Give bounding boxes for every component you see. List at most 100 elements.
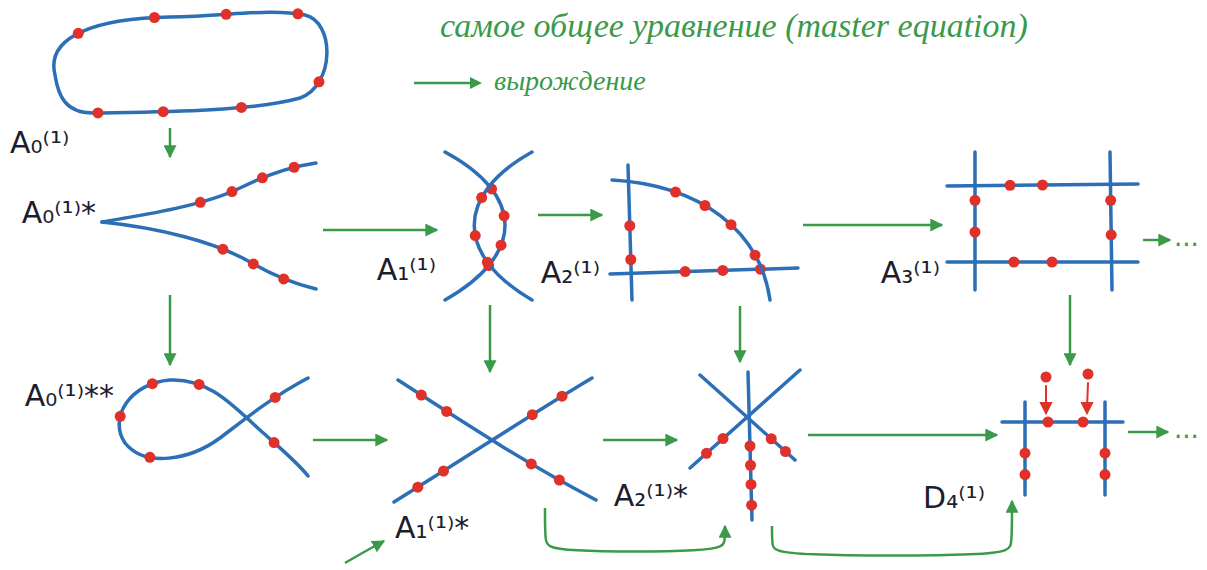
curve-branch bbox=[119, 378, 308, 476]
fiber-label: A₀⁽¹⁾ bbox=[10, 125, 69, 161]
marked-point bbox=[195, 197, 206, 208]
marked-point bbox=[670, 187, 681, 198]
marked-point bbox=[115, 411, 126, 422]
curve-branch bbox=[102, 163, 316, 222]
fiber-label: A₃⁽¹⁾ bbox=[881, 255, 940, 291]
marked-point bbox=[313, 76, 324, 87]
degeneration-arrow bbox=[489, 305, 492, 372]
continuation-dots: ... bbox=[1174, 414, 1199, 445]
curve-drawing bbox=[118, 368, 310, 483]
marked-point bbox=[746, 479, 757, 490]
curve-figure: A₃⁽¹⁾ bbox=[945, 150, 1140, 292]
continuation-arrow bbox=[1128, 431, 1168, 434]
marked-point bbox=[217, 244, 228, 255]
curve-drawing bbox=[100, 160, 320, 292]
curve-drawing bbox=[1000, 368, 1125, 498]
marked-point bbox=[441, 406, 452, 417]
marked-point bbox=[718, 433, 729, 444]
fiber-label: A₁⁽¹⁾ bbox=[377, 252, 436, 288]
marked-point bbox=[226, 186, 237, 197]
curve-branch bbox=[474, 152, 532, 300]
curve-branch bbox=[628, 165, 632, 300]
marked-point bbox=[438, 466, 449, 477]
degeneration-arrow bbox=[538, 214, 602, 217]
marked-point bbox=[624, 220, 635, 231]
marked-point bbox=[527, 409, 538, 420]
marked-point bbox=[745, 460, 756, 471]
marked-point bbox=[412, 482, 423, 493]
marked-point bbox=[1047, 257, 1058, 268]
pointer-arrow bbox=[345, 541, 384, 563]
curve-branch bbox=[690, 370, 800, 468]
marked-point bbox=[701, 448, 712, 459]
degeneration-arrow bbox=[169, 128, 172, 157]
fiber-label: D₄⁽¹⁾ bbox=[923, 480, 985, 516]
marked-point bbox=[73, 28, 84, 39]
marked-point bbox=[1005, 180, 1016, 191]
marked-point bbox=[278, 273, 289, 284]
curve-figure: A₁⁽¹⁾ bbox=[440, 150, 535, 302]
marked-point bbox=[970, 195, 981, 206]
marked-point bbox=[416, 390, 427, 401]
legend-item: вырождение bbox=[412, 64, 646, 98]
curve-branch bbox=[947, 260, 1138, 264]
marked-point bbox=[499, 210, 510, 221]
degeneration-arrow bbox=[1069, 295, 1072, 365]
marked-point bbox=[1100, 469, 1111, 480]
marked-point bbox=[1037, 180, 1048, 191]
fiber-name: A₀⁽¹⁾* bbox=[22, 195, 96, 231]
curve-drawing bbox=[680, 365, 805, 523]
marked-point bbox=[726, 219, 737, 230]
marked-point bbox=[1083, 369, 1094, 380]
fiber-name: D₄⁽¹⁾ bbox=[923, 480, 985, 516]
marked-point bbox=[717, 265, 728, 276]
curve-drawing bbox=[390, 375, 600, 505]
marked-point bbox=[766, 433, 777, 444]
degeneration-arrow bbox=[739, 306, 742, 362]
marked-point bbox=[289, 162, 300, 173]
curve-figure: A₂⁽¹⁾* bbox=[680, 365, 805, 523]
marked-point bbox=[1020, 448, 1031, 459]
curve-figure: A₁⁽¹⁾* bbox=[390, 375, 600, 505]
curve-figure: A₂⁽¹⁾ bbox=[605, 155, 800, 303]
marked-point bbox=[1020, 469, 1031, 480]
marked-point bbox=[236, 102, 247, 113]
marked-point bbox=[625, 254, 636, 265]
marked-point bbox=[780, 446, 791, 457]
fiber-label: A₀⁽¹⁾** bbox=[25, 378, 114, 414]
curve-branch bbox=[102, 222, 316, 289]
marked-point bbox=[1106, 229, 1117, 240]
marked-point bbox=[1100, 448, 1111, 459]
continuation-dots: ... bbox=[1174, 222, 1199, 253]
degeneration-arrow bbox=[323, 229, 437, 232]
fiber-name: A₁⁽¹⁾ bbox=[377, 252, 436, 288]
marker-arrow bbox=[1082, 403, 1092, 413]
marked-point bbox=[92, 107, 103, 118]
degeneration-arrow bbox=[545, 508, 725, 552]
curve-branch bbox=[612, 180, 770, 300]
marked-point bbox=[248, 258, 259, 269]
curve-figure: A₀⁽¹⁾ bbox=[40, 5, 340, 125]
curve-branch bbox=[54, 12, 327, 113]
marked-point bbox=[496, 240, 507, 251]
marked-point bbox=[680, 266, 691, 277]
degeneration-arrow bbox=[169, 295, 172, 365]
curve-figure: D₄⁽¹⁾ bbox=[1000, 368, 1125, 498]
marked-point bbox=[1105, 195, 1116, 206]
marked-point bbox=[147, 378, 158, 389]
curve-branch bbox=[394, 378, 592, 502]
degeneration-arrow bbox=[313, 439, 387, 442]
marked-point bbox=[158, 106, 169, 117]
fiber-name: A₀⁽¹⁾** bbox=[25, 378, 114, 414]
marked-point bbox=[194, 379, 205, 390]
marked-point bbox=[144, 452, 155, 463]
marked-point bbox=[270, 392, 281, 403]
fiber-label: A₀⁽¹⁾* bbox=[22, 195, 96, 231]
degeneration-arrow bbox=[803, 224, 942, 227]
marked-point bbox=[470, 230, 481, 241]
title-note: самое общее уравнение (master equation) bbox=[440, 6, 1028, 47]
fiber-name: A₁⁽¹⁾* bbox=[395, 510, 469, 546]
marked-point bbox=[221, 9, 232, 20]
continuation-arrow bbox=[1143, 239, 1170, 242]
